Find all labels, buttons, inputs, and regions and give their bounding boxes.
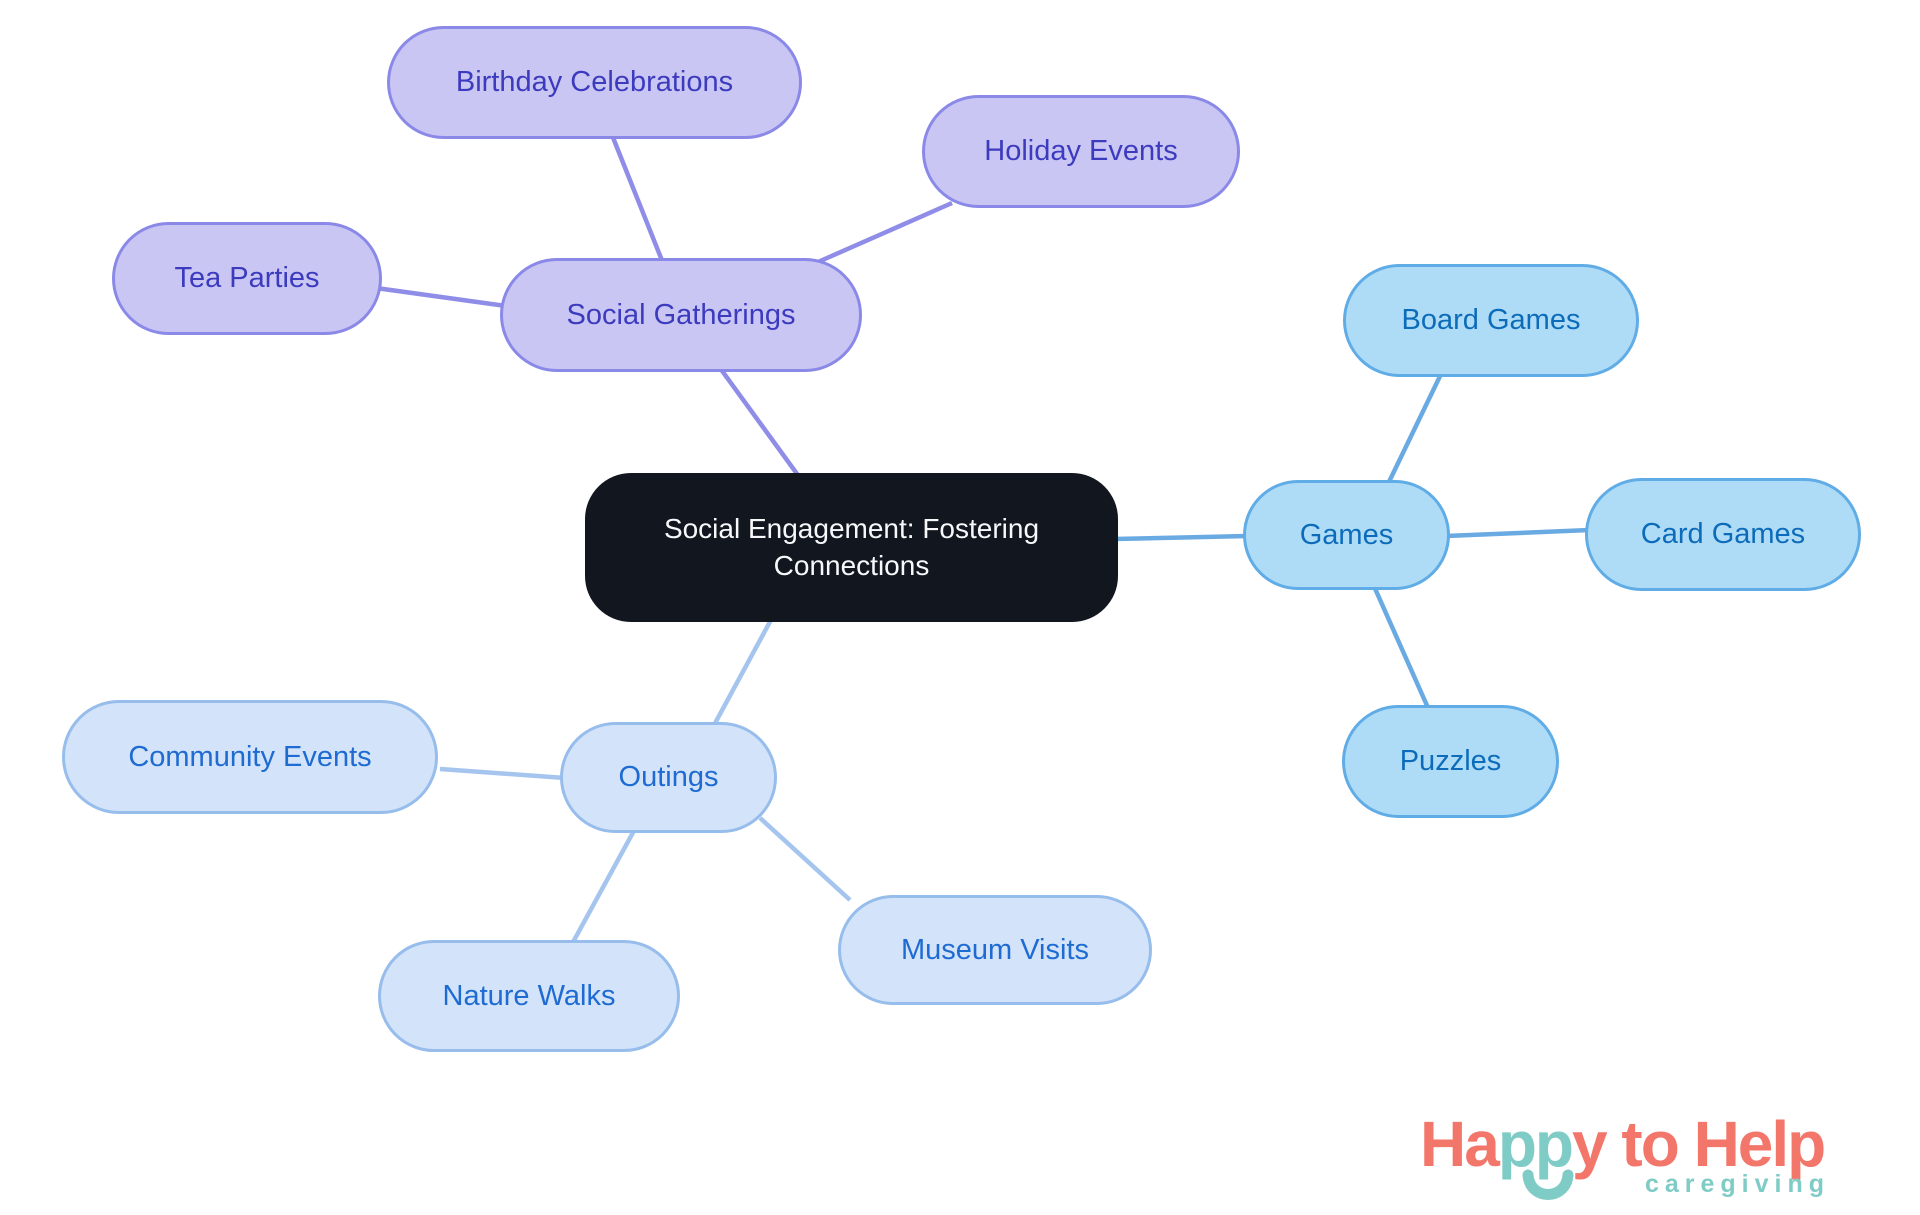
- node-center[interactable]: Social Engagement: Fostering Connections: [585, 473, 1118, 622]
- node-social-gatherings[interactable]: Social Gatherings: [500, 258, 862, 372]
- node-birthday-celebrations-label: Birthday Celebrations: [455, 66, 734, 98]
- edge-games-cardgames: [1445, 527, 1591, 539]
- node-social-gatherings-label: Social Gatherings: [566, 298, 796, 331]
- logo-title-segment: pp: [1497, 1108, 1574, 1180]
- logo-tagline: caregiving: [1644, 1170, 1830, 1198]
- node-card-games[interactable]: Card Games: [1585, 478, 1861, 591]
- node-card-games-label: Card Games: [1640, 518, 1806, 550]
- edge-holiday-socialgatherings: [817, 200, 953, 265]
- node-puzzles[interactable]: Puzzles: [1342, 705, 1559, 818]
- node-outings-label: Outings: [618, 761, 719, 793]
- node-community-events-label: Community Events: [128, 740, 372, 773]
- edge-outings-museumvisits: [758, 816, 852, 902]
- logo-title-segment: Help: [1693, 1108, 1827, 1180]
- logo-title-segment: to: [1605, 1108, 1694, 1180]
- node-board-games-label: Board Games: [1401, 304, 1581, 336]
- edge-games-boardgames: [1384, 371, 1445, 487]
- logo-title-segment: Ha: [1420, 1108, 1500, 1180]
- node-games[interactable]: Games: [1243, 480, 1450, 590]
- node-center-label: Social Engagement: Fostering Connections: [663, 512, 1040, 581]
- happy-to-help-logo: Happy to Help caregiving: [1420, 1112, 1900, 1212]
- edge-center-outings: [711, 616, 774, 729]
- node-nature-walks[interactable]: Nature Walks: [378, 940, 680, 1052]
- node-holiday-events-label: Holiday Events: [984, 135, 1178, 167]
- node-tea-parties[interactable]: Tea Parties: [112, 222, 382, 335]
- node-community-events[interactable]: Community Events: [62, 700, 438, 814]
- node-museum-visits[interactable]: Museum Visits: [838, 895, 1152, 1005]
- node-tea-parties-label: Tea Parties: [174, 262, 320, 294]
- node-nature-walks-label: Nature Walks: [442, 979, 616, 1012]
- node-holiday-events[interactable]: Holiday Events: [922, 95, 1240, 208]
- smile-icon: [1522, 1169, 1574, 1200]
- node-outings[interactable]: Outings: [560, 722, 777, 833]
- node-museum-visits-label: Museum Visits: [900, 933, 1090, 966]
- logo-title: Happy to Help: [1420, 1112, 1900, 1176]
- node-birthday-celebrations[interactable]: Birthday Celebrations: [387, 26, 802, 139]
- node-games-label: Games: [1299, 518, 1394, 551]
- edge-birthday-socialgatherings: [609, 134, 666, 264]
- edge-teaparties-socialgatherings: [375, 285, 507, 309]
- edge-community-outings: [439, 766, 566, 781]
- edge-center-games: [1113, 533, 1249, 542]
- edge-outings-naturewalks: [570, 825, 638, 946]
- edge-socialgatherings-center: [718, 366, 802, 480]
- node-board-games[interactable]: Board Games: [1343, 264, 1639, 377]
- logo-title-segment: y: [1572, 1108, 1608, 1180]
- node-puzzles-label: Puzzles: [1399, 745, 1502, 777]
- edge-games-puzzles: [1370, 583, 1432, 711]
